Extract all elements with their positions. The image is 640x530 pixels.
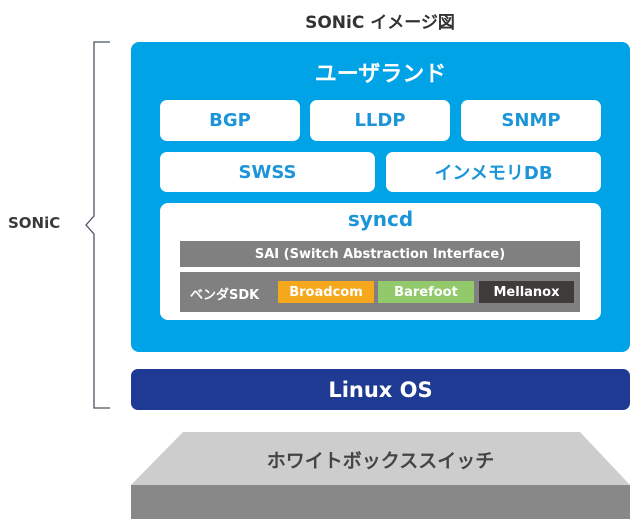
vendor-mellanox: Mellanox [479,281,574,303]
sonic-bracket [85,41,110,409]
vendor-broadcom: Broadcom [278,281,374,303]
switch-front-face [131,485,630,519]
whitebox-switch-label: ホワイトボックススイッチ [266,450,495,472]
component-swss: SWSS [160,152,375,192]
component-bgp: BGP [160,100,300,141]
diagram-title: SONiC イメージ図 [305,13,455,33]
vendor-sdk-label: ベンダSDK [190,288,260,303]
syncd-title: syncd [347,207,414,231]
userland-title: ユーザランド [314,62,447,87]
component-snmp: SNMP [461,100,601,141]
vendor-barefoot: Barefoot [378,281,474,303]
component-lldp: LLDP [310,100,450,141]
component-inmemory-db: インメモリDB [386,152,601,192]
sai-layer: SAI (Switch Abstraction Interface) [180,241,580,267]
sonic-label: SONiC [8,214,61,232]
switch-top-face [131,432,630,485]
linux-os-layer: Linux OS [131,369,630,410]
